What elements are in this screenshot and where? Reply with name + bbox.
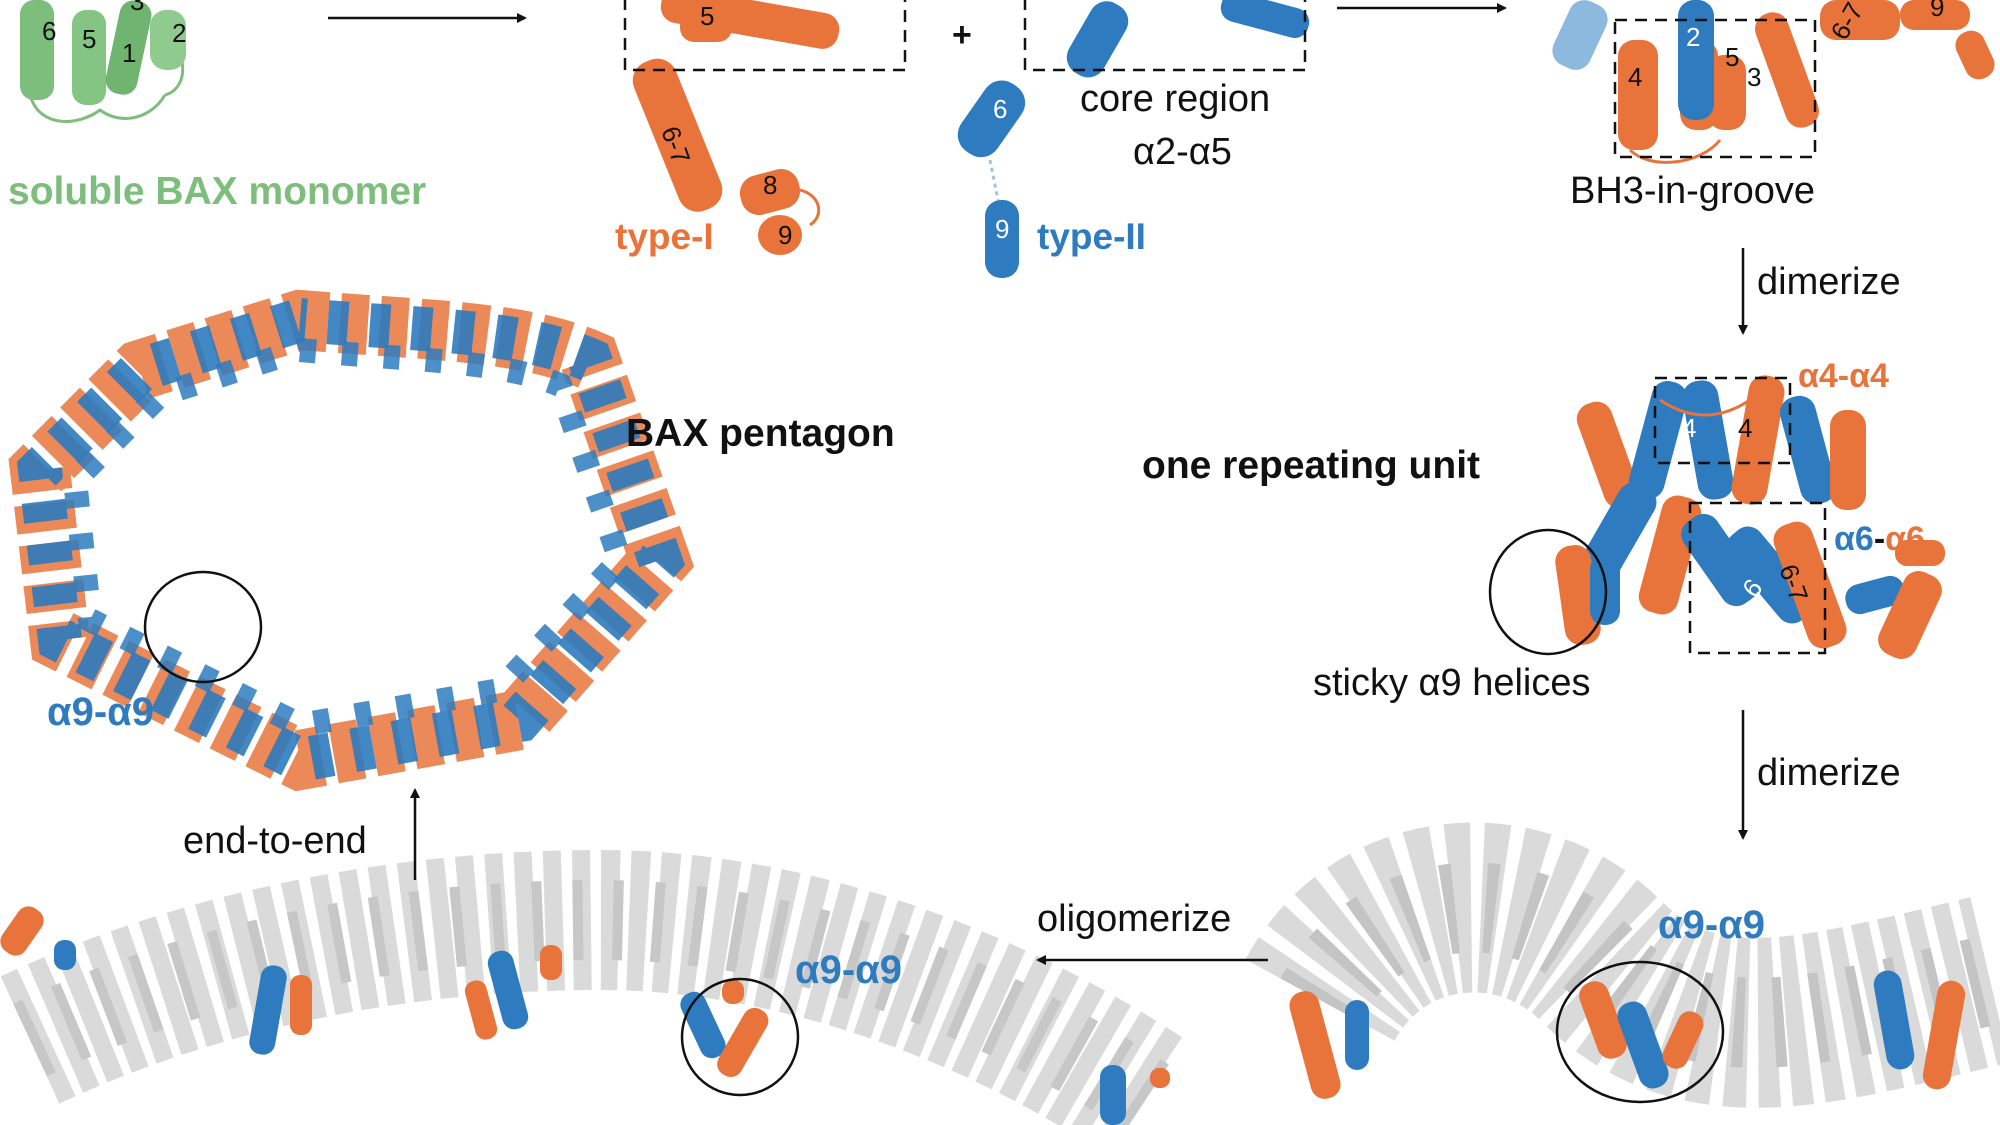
filament-a9-circle xyxy=(680,977,800,1097)
bax-pentagon-structure xyxy=(8,289,695,792)
oligomerize-label: oligomerize xyxy=(1037,898,1232,940)
helix-number: 6 xyxy=(42,16,57,46)
helix-number: 1 xyxy=(122,38,137,68)
one-repeating-unit-label: one repeating unit xyxy=(1142,444,1481,487)
core-region-helices-label: α2-α5 xyxy=(1133,131,1232,173)
soluble-bax-monomer-structure xyxy=(20,0,186,123)
type-ii-label: type-II xyxy=(1037,216,1146,257)
bottom-right-a9-a9-label: α9-α9 xyxy=(1658,903,1765,947)
dimer-of-units-structure xyxy=(1245,822,2000,1108)
helix-number: 4 xyxy=(1682,413,1697,443)
helix-number: 2 xyxy=(172,18,187,48)
a6-a6-label: α6-α6 xyxy=(1834,522,1925,556)
type-ii-structure xyxy=(957,0,1310,278)
type-ii-core-dashed-box xyxy=(1023,0,1307,72)
helix-number: 4 xyxy=(1628,62,1643,92)
type-i-core-dashed-box xyxy=(623,0,907,72)
helix-number: 4 xyxy=(1738,413,1753,443)
bax-pentagon-label: BAX pentagon xyxy=(626,412,895,455)
type-i-label: type-I xyxy=(615,216,714,257)
a4-a4-label: α4-α4 xyxy=(1798,357,1889,395)
helix-number: 8 xyxy=(763,170,778,200)
helix-number: 6 xyxy=(993,94,1008,124)
helix-number: 5 xyxy=(700,1,715,31)
sticky-a9-circle xyxy=(1488,528,1608,656)
plus-sign: + xyxy=(952,16,972,54)
dimerize-label-2: dimerize xyxy=(1757,752,1901,794)
bh3-in-groove-label: BH3-in-groove xyxy=(1570,170,1815,212)
helix-number: 5 xyxy=(1725,42,1740,72)
bh3-groove-dashed-box xyxy=(1613,18,1817,159)
a6-dash: - xyxy=(1873,520,1886,558)
pentagon-a9-a9-label: α9-α9 xyxy=(47,690,154,734)
helix-number: 2 xyxy=(1686,22,1701,52)
a6-orange-part: α6 xyxy=(1885,520,1925,558)
sticky-a9-label: sticky α9 helices xyxy=(1313,662,1591,704)
a6-blue-part: α6 xyxy=(1834,520,1874,558)
helix-number: 3 xyxy=(130,0,145,16)
core-region-label: core region xyxy=(1080,78,1271,120)
helix-number: 9 xyxy=(1930,0,1945,22)
oligomer-filament-structure xyxy=(0,849,1189,1125)
end-to-end-label: end-to-end xyxy=(183,820,367,862)
type-i-structure xyxy=(632,0,840,255)
a4-a4-dashed-box xyxy=(1653,376,1792,465)
helix-number: 9 xyxy=(778,220,793,250)
filament-a9-a9-label: α9-α9 xyxy=(795,948,902,992)
bottom-right-a9-circle xyxy=(1555,960,1725,1104)
dimerize-label-1: dimerize xyxy=(1757,261,1901,303)
helix-number: 5 xyxy=(82,24,97,54)
helix-number: 9 xyxy=(995,214,1010,244)
pentagon-a9-circle xyxy=(143,570,263,684)
soluble-bax-monomer-label: soluble BAX monomer xyxy=(8,170,427,213)
helix-number: 3 xyxy=(1747,62,1762,92)
bh3-in-groove-structure xyxy=(1552,0,1995,164)
a6-a6-dashed-box xyxy=(1688,501,1827,655)
